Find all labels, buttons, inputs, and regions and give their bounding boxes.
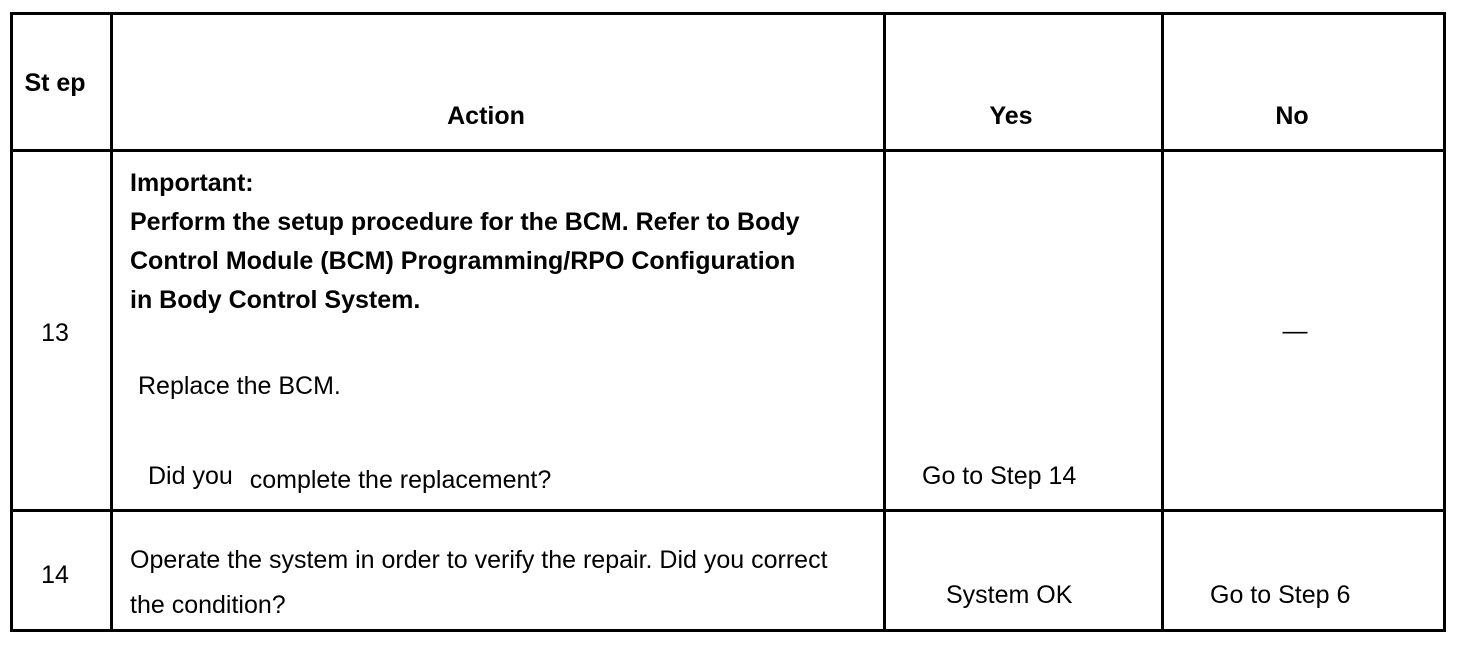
row-13-no: —	[1282, 317, 1308, 345]
table-border-right	[1443, 12, 1446, 632]
row-14-step: 14	[41, 561, 69, 589]
important-text: Perform the setup procedure for the BCM.…	[130, 208, 800, 314]
header-no: No	[1275, 102, 1309, 130]
column-divider-action	[883, 12, 886, 632]
header-divider	[10, 149, 1446, 152]
row-divider	[10, 509, 1446, 512]
row-13-step: 13	[41, 319, 69, 347]
row-14-no: Go to Step 6	[1210, 581, 1351, 609]
row-13-instruction: Replace the BCM.	[138, 372, 341, 400]
table-border-bottom	[10, 629, 1446, 632]
column-divider-yes	[1161, 12, 1164, 632]
row-13-question-prefix: Did you	[148, 462, 233, 490]
row-14-yes: System OK	[946, 581, 1073, 609]
column-divider-step	[110, 12, 113, 632]
row-14-action: Operate the system in order to verify th…	[130, 546, 828, 619]
important-label: Important:	[130, 169, 254, 197]
row-13-question-rest: complete the replacement?	[249, 466, 552, 494]
table-border-left	[10, 12, 13, 632]
row-13-question: Did you complete the replacement?	[148, 462, 551, 493]
table-border-top	[10, 12, 1446, 15]
important-note: Important: Perform the setup procedure f…	[130, 164, 870, 320]
header-yes: Yes	[989, 102, 1033, 130]
diagnostic-table	[10, 12, 1446, 632]
header-action: Action	[447, 102, 525, 130]
header-step: St ep	[24, 69, 86, 97]
row-13-yes: Go to Step 14	[922, 462, 1077, 490]
